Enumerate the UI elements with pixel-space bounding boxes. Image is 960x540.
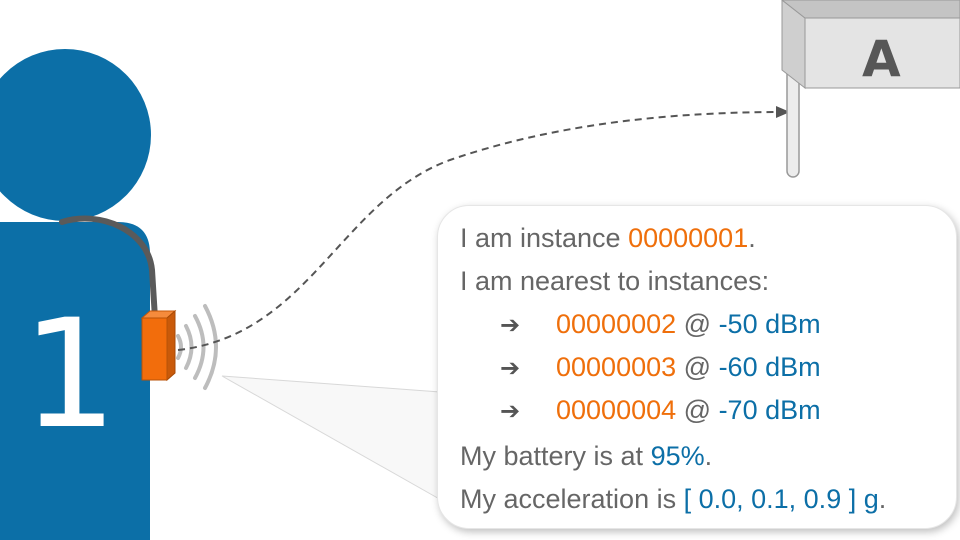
neighbor-at: @	[676, 395, 719, 425]
signal-waves-icon	[176, 304, 218, 390]
neighbor-at: @	[676, 352, 719, 382]
neighbor-row: ➔ 00000004 @ -70 dBm	[500, 393, 821, 428]
person-head	[0, 49, 151, 221]
neighbor-rssi: -70 dBm	[718, 395, 821, 425]
bubble-tail	[221, 375, 451, 506]
arrow-right-icon: ➔	[500, 311, 521, 339]
device-cord	[59, 215, 158, 321]
acceleration-prefix: My acceleration is	[460, 484, 684, 514]
neighbor-row: ➔ 00000002 @ -50 dBm	[500, 307, 821, 342]
instance-line: I am instance 00000001.	[460, 221, 756, 255]
neighbor-id: 00000003	[556, 352, 677, 382]
battery-value: 95%	[650, 441, 705, 471]
neighbor-at: @	[676, 309, 719, 339]
dashed-arrow-path	[177, 111, 783, 351]
nearest-heading: I am nearest to instances:	[460, 266, 770, 296]
arrowhead-icon	[776, 106, 790, 118]
person-number: 1	[22, 288, 118, 462]
instance-prefix: I am instance	[460, 223, 629, 253]
message-bubble	[437, 205, 957, 529]
sign-label: A	[862, 30, 901, 88]
neighbor-id: 00000004	[556, 395, 677, 425]
neighbor-row: ➔ 00000003 @ -60 dBm	[500, 350, 821, 385]
neighbor-rssi: -50 dBm	[718, 309, 821, 339]
acceleration-value: [ 0.0, 0.1, 0.9 ] g	[683, 484, 879, 514]
battery-prefix: My battery is at	[460, 441, 651, 471]
neighbor-id: 00000002	[556, 309, 677, 339]
sign-a	[781, 0, 960, 178]
battery-line: My battery is at 95%.	[460, 439, 712, 473]
battery-suffix: .	[704, 441, 713, 471]
acceleration-line: My acceleration is [ 0.0, 0.1, 0.9 ] g.	[460, 482, 886, 516]
person-body	[0, 222, 150, 540]
arrow-right-icon: ➔	[500, 354, 521, 382]
instance-id: 00000001	[628, 223, 749, 253]
beacon-device	[140, 309, 177, 382]
neighbor-rssi: -60 dBm	[718, 352, 821, 382]
arrow-right-icon: ➔	[500, 397, 521, 425]
instance-suffix: .	[748, 223, 756, 253]
acceleration-suffix: .	[878, 484, 887, 514]
